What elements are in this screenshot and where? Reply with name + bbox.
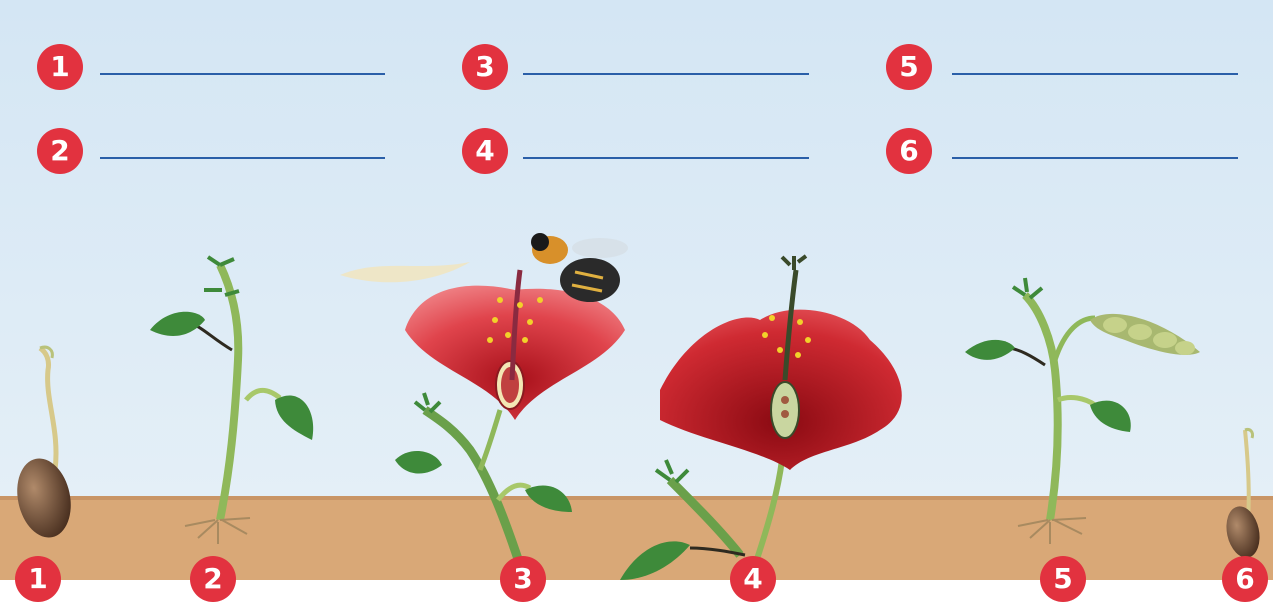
answer-blank-4: 4 [462, 128, 508, 174]
stage-badge-3: 3 [500, 556, 546, 602]
answer-line-2[interactable] [100, 157, 385, 159]
answer-blank-3: 3 [462, 44, 508, 90]
answer-line-6[interactable] [952, 157, 1238, 159]
number-badge-1: 1 [37, 44, 83, 90]
answer-line-3[interactable] [523, 73, 809, 75]
stage-badge-4: 4 [730, 556, 776, 602]
soil-edge [0, 496, 1273, 500]
answer-blank-1: 1 [37, 44, 83, 90]
number-badge-2: 2 [37, 128, 83, 174]
stage-badge-6: 6 [1222, 556, 1268, 602]
answer-blank-2: 2 [37, 128, 83, 174]
answer-blank-5: 5 [886, 44, 932, 90]
stage-badge-5: 5 [1040, 556, 1086, 602]
number-badge-4: 4 [462, 128, 508, 174]
answer-line-1[interactable] [100, 73, 385, 75]
stage-badge-1: 1 [15, 556, 61, 602]
sky-background [0, 0, 1273, 500]
answer-line-4[interactable] [523, 157, 809, 159]
answer-line-5[interactable] [952, 73, 1238, 75]
stage-badge-2: 2 [190, 556, 236, 602]
number-badge-6: 6 [886, 128, 932, 174]
number-badge-5: 5 [886, 44, 932, 90]
number-badge-3: 3 [462, 44, 508, 90]
answer-blank-6: 6 [886, 128, 932, 174]
